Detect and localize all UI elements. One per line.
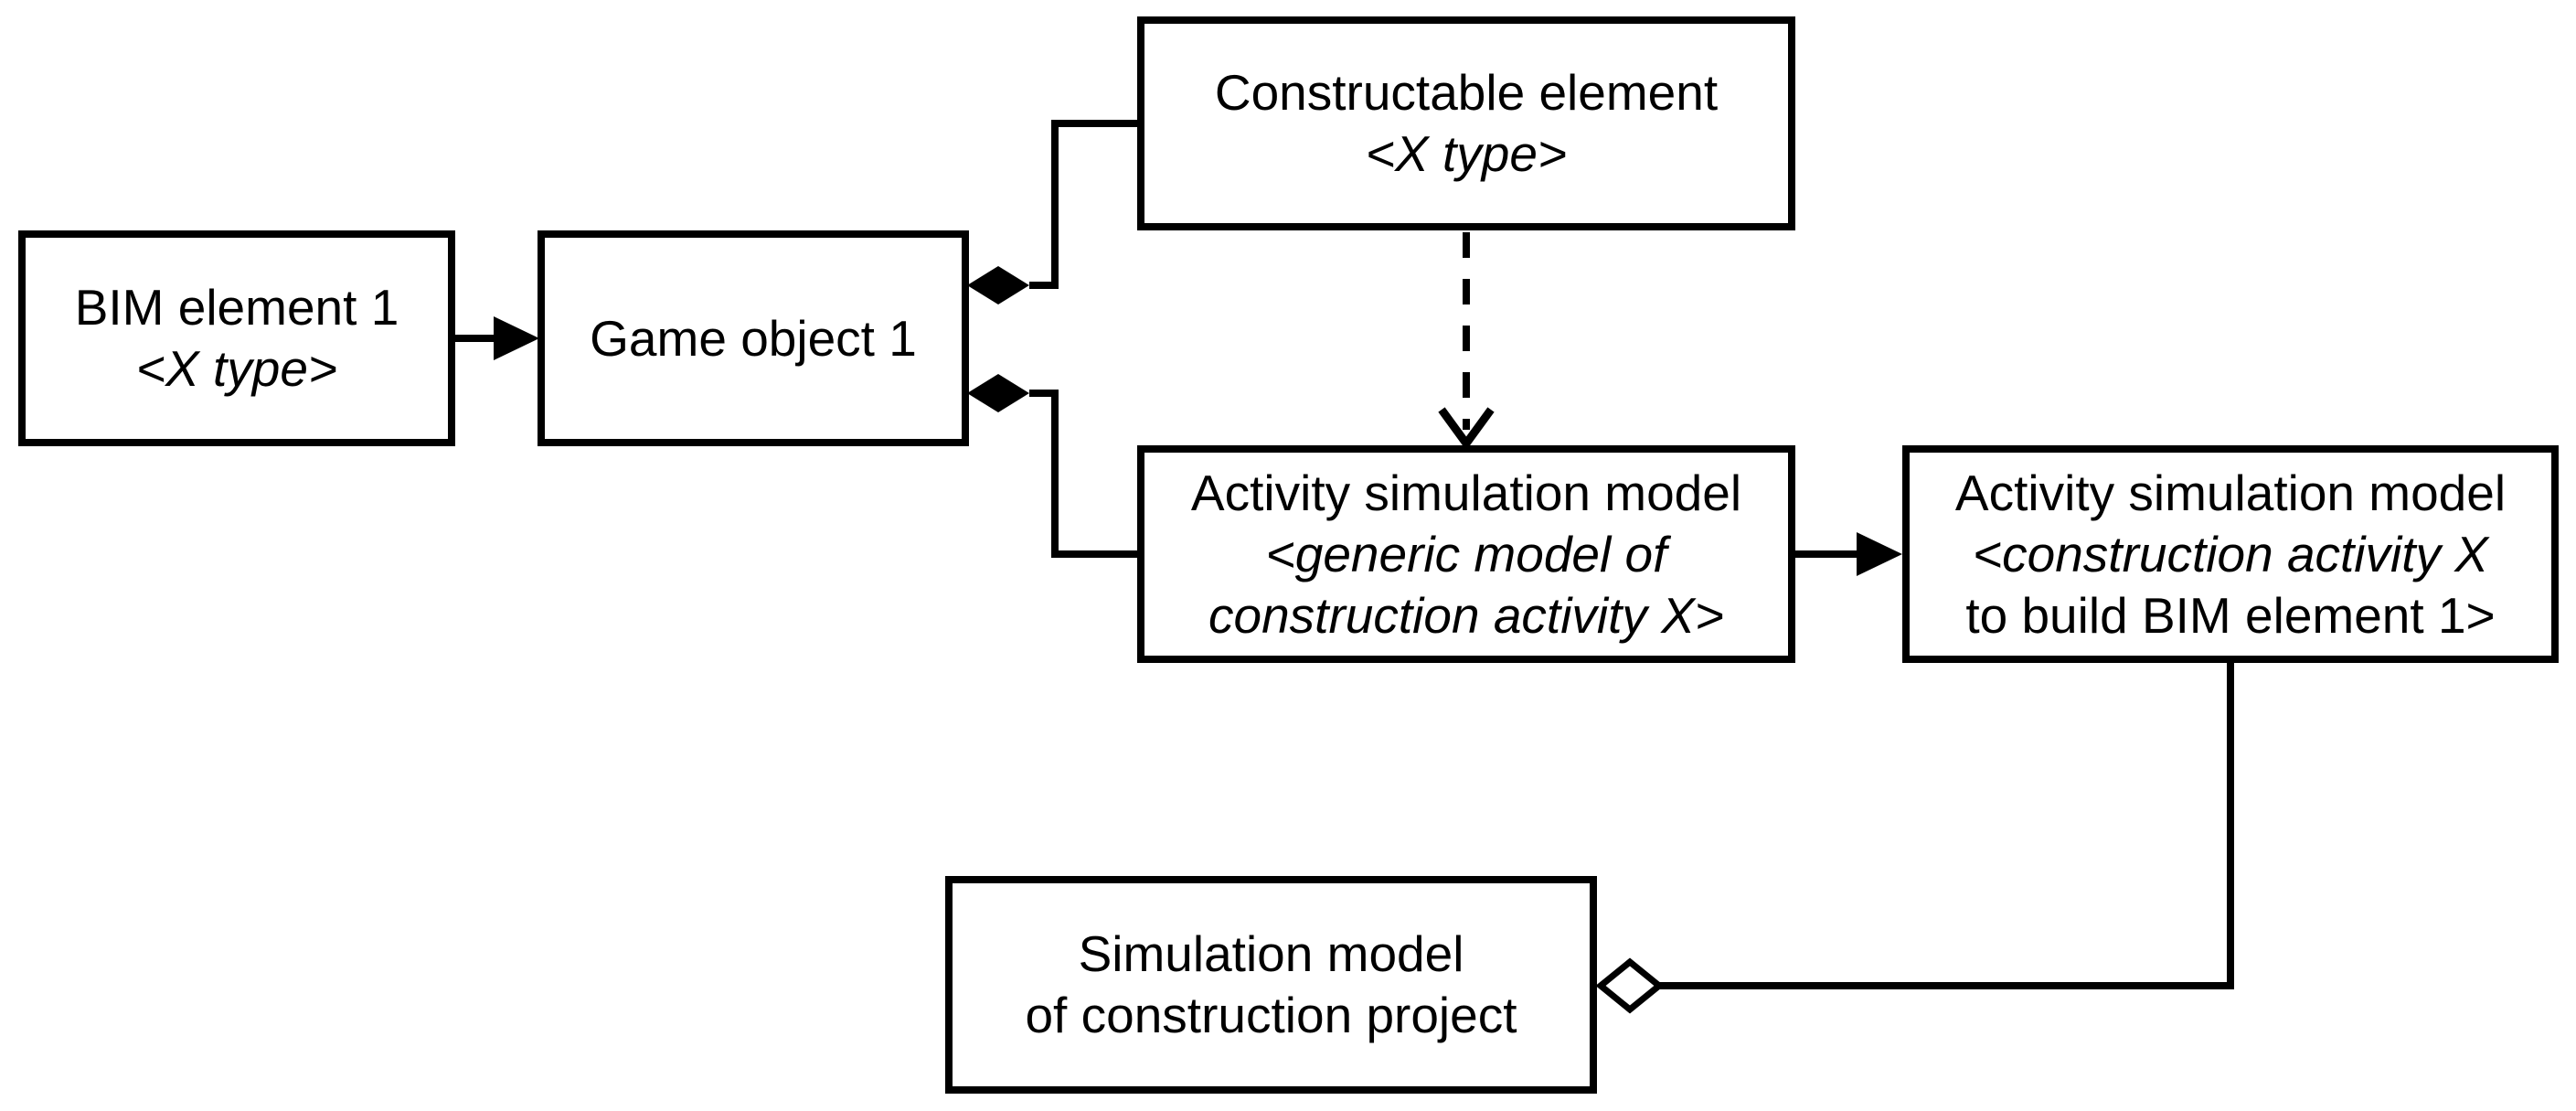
node-label: BIM element 1 <box>74 279 399 336</box>
arrowhead-icon <box>494 316 539 360</box>
node-label: Game object 1 <box>590 309 917 367</box>
connector-bim-to-game <box>455 316 539 360</box>
node-label: Activity simulation model <box>1190 464 1742 521</box>
node-simulation-model-of-construction-project: Simulation model of construction project <box>945 876 1597 1094</box>
connector-game-to-activity-generic <box>967 374 1137 558</box>
node-label: Constructable element <box>1214 64 1719 121</box>
node-stereotype-label: <generic model of <box>1265 525 1667 582</box>
node-stereotype-label: <construction activity X <box>1973 525 2488 582</box>
node-activity-simulation-model-generic: Activity simulation model <generic model… <box>1137 445 1795 663</box>
node-label: Simulation model <box>1078 925 1464 982</box>
node-stereotype-label: construction activity X> <box>1208 586 1724 644</box>
composition-diamond-icon <box>967 374 1029 412</box>
aggregation-diamond-icon <box>1595 957 1665 1014</box>
connector-constructable-to-activity-generic <box>1438 232 1495 451</box>
node-activity-simulation-model-instance: Activity simulation model <construction … <box>1902 445 2559 663</box>
open-arrowhead-icon <box>1438 407 1495 451</box>
node-stereotype-label: <X type> <box>135 340 338 397</box>
node-constructable-element: Constructable element <X type> <box>1137 16 1795 230</box>
connector-game-to-constructable <box>967 120 1137 304</box>
node-label: Activity simulation model <box>1954 464 2507 521</box>
connector-activity-instance-to-simulation <box>1595 663 2234 1014</box>
node-stereotype-label: <X type> <box>1365 125 1568 182</box>
node-label: to build BIM element 1> <box>1965 586 2496 644</box>
arrowhead-icon <box>1857 532 1902 576</box>
node-label: of construction project <box>1025 987 1517 1043</box>
node-game-object-1: Game object 1 <box>538 230 969 446</box>
connector-activity-generic-to-instance <box>1795 532 1902 576</box>
composition-diamond-icon <box>967 266 1029 304</box>
node-bim-element-1: BIM element 1 <X type> <box>18 230 455 446</box>
